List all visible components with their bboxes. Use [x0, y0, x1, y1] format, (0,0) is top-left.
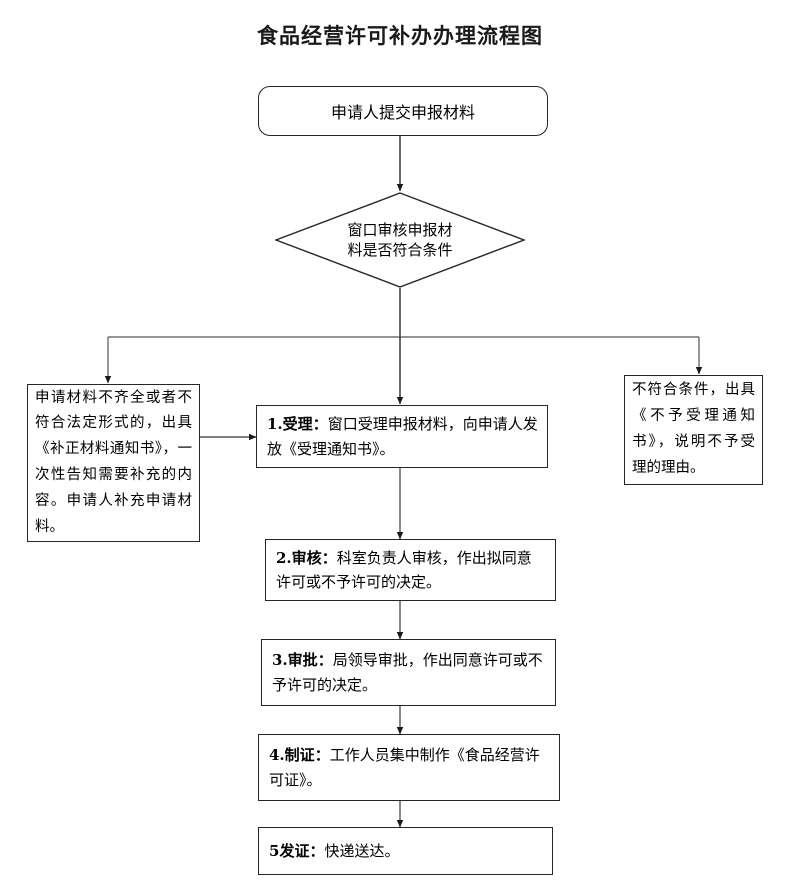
node-step-1-acceptance[interactable]: 1.受理：窗口受理申报材料，向申请人发放《受理通知书》。	[256, 405, 548, 468]
node-step-2-review[interactable]: 2.审核：科室负责人审核，作出拟同意许可或不予许可的决定。	[265, 539, 556, 601]
node-step-4-separator: ：	[314, 746, 330, 765]
node-step-5-label: 发证	[279, 841, 310, 860]
node-decision-line2: 料是否符合条件	[347, 241, 453, 259]
node-start[interactable]: 申请人提交申报材料	[258, 86, 548, 136]
node-step-3-body: 局领导审批，作出同意许可或不予许可的决定。	[272, 651, 543, 694]
node-step-4-number: 4.	[269, 746, 285, 765]
node-step-1-label: 受理	[282, 415, 313, 434]
node-step-3-line: 3.审批：局领导审批，作出同意许可或不予许可的决定。	[272, 648, 546, 697]
node-step-2-line: 2.审核：科室负责人审核，作出拟同意许可或不予许可的决定。	[276, 546, 546, 595]
page-title: 食品经营许可补办办理流程图	[257, 23, 543, 48]
node-incomplete-materials-text: 申请材料不齐全或者不符合法定形式的，出具《补正材料通知书》，一次性告知需要补充的…	[35, 389, 192, 535]
node-step-5-separator: ：	[309, 841, 325, 860]
node-step-4-line: 4.制证：工作人员集中制作《食品经营许可证》。	[269, 743, 550, 792]
node-decision-text: 窗口审核申报材 料是否符合条件	[275, 192, 525, 288]
node-step-2-separator: ：	[321, 548, 337, 567]
node-step-3-separator: ：	[317, 651, 333, 670]
node-step-5-body: 快递送达。	[324, 841, 400, 860]
node-step-4-body: 工作人员集中制作《食品经营许可证》。	[269, 746, 540, 789]
node-step-3-label: 审批	[287, 651, 318, 670]
node-step-1-separator: ：	[312, 415, 328, 434]
node-decision[interactable]: 窗口审核申报材 料是否符合条件	[275, 192, 525, 288]
node-start-text: 申请人提交申报材料	[330, 103, 475, 122]
node-step-5-number: 5	[269, 841, 280, 860]
diamond-shape	[275, 192, 525, 288]
node-incomplete-materials[interactable]: 申请材料不齐全或者不符合法定形式的，出具《补正材料通知书》，一次性告知需要补充的…	[27, 384, 200, 542]
node-step-5-line: 5发证：快递送达。	[269, 839, 543, 863]
node-step-1-body: 窗口受理申报材料，向申请人发放《受理通知书》。	[267, 415, 538, 458]
node-not-accepted-text: 不符合条件，出具《不予受理通知书》，说明不予受理的理由。	[632, 382, 755, 476]
node-step-2-number: 2.	[276, 548, 292, 567]
node-step-3-number: 3.	[272, 651, 288, 670]
node-decision-line1: 窗口审核申报材	[347, 220, 453, 239]
node-not-accepted[interactable]: 不符合条件，出具《不予受理通知书》，说明不予受理的理由。	[624, 375, 763, 485]
node-step-2-label: 审核	[291, 548, 322, 567]
node-step-5-issuance[interactable]: 5发证：快递送达。	[258, 827, 553, 875]
node-step-1-line: 1.受理：窗口受理申报材料，向申请人发放《受理通知书》。	[267, 412, 538, 461]
node-step-1-number: 1.	[267, 415, 283, 434]
node-step-2-body: 科室负责人审核，作出拟同意许可或不予许可的决定。	[276, 548, 532, 591]
node-step-4-certificate-making[interactable]: 4.制证：工作人员集中制作《食品经营许可证》。	[258, 734, 560, 801]
node-step-3-approval[interactable]: 3.审批：局领导审批，作出同意许可或不予许可的决定。	[261, 639, 556, 706]
node-step-4-label: 制证	[284, 746, 315, 765]
